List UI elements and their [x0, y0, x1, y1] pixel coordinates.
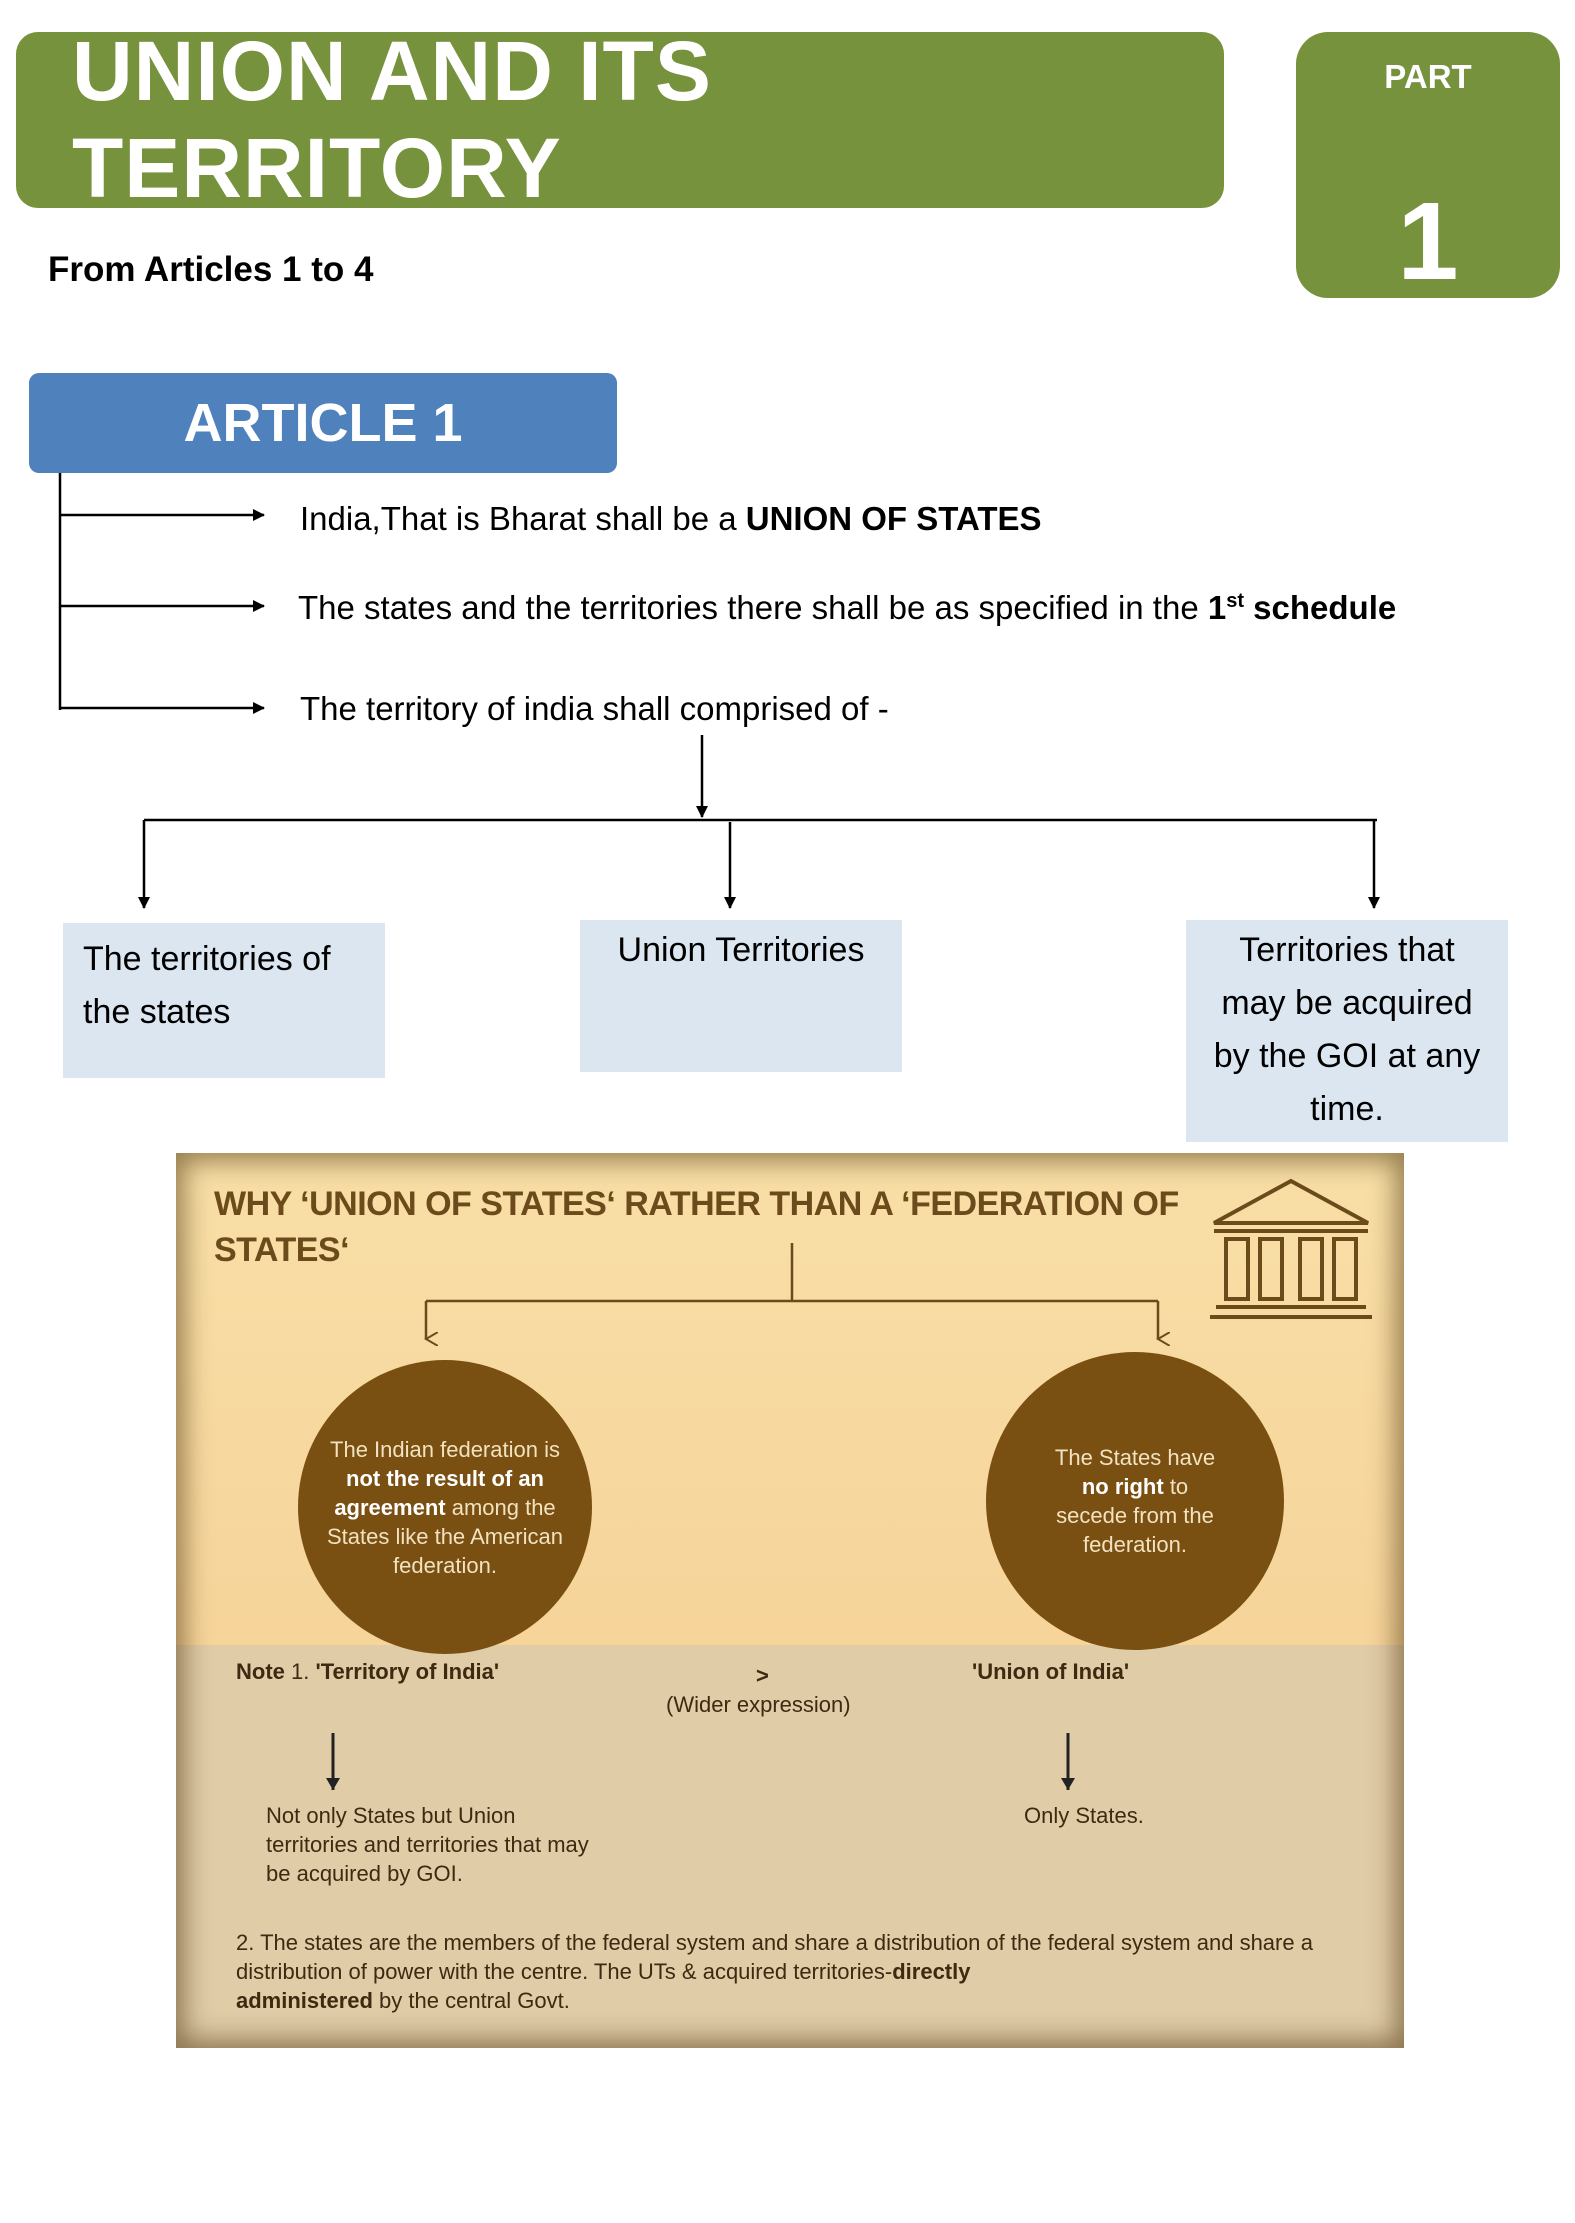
part-label: PART [1384, 58, 1472, 95]
right-reason-text-end: to secede from the federation. [1056, 1474, 1214, 1557]
article-point-1-bold: UNION OF STATES [745, 500, 1042, 537]
union-of-india-term: 'Union of India' [972, 1659, 1130, 1684]
territory-box-states: The territories of the states [63, 923, 385, 1078]
article-point-3-text: The territory of india shall comprised o… [300, 690, 889, 727]
comparison-symbol: > [756, 1663, 769, 1688]
left-reason-text: The Indian federation is not the result … [318, 1435, 572, 1580]
note-2-bold-administered: administered [236, 1988, 373, 2013]
right-reason-text: The States have no right to secede from … [1050, 1443, 1220, 1559]
article-heading: ARTICLE 1 [29, 373, 617, 473]
part-number: 1 [1397, 180, 1459, 303]
article-heading-label: ARTICLE 1 [183, 393, 463, 453]
article-point-2: The states and the territories there sha… [298, 589, 1396, 627]
infographic-union-vs-federation: WHY ‘UNION OF STATES‘ RATHER THAN A ‘FED… [176, 1153, 1404, 2048]
union-explanation: Only States. [1024, 1803, 1144, 1828]
article-point-3: The territory of india shall comprised o… [300, 690, 889, 728]
right-reason-circle: The States have no right to secede from … [986, 1352, 1284, 1650]
infographic-title: WHY ‘UNION OF STATES‘ RATHER THAN A ‘FED… [214, 1185, 1179, 1269]
territory-of-india-term: 'Territory of India' [315, 1659, 500, 1684]
note-1-heading: Note 1. 'Territory of India' [236, 1657, 499, 1686]
article-flow-connectors [58, 473, 1380, 909]
comparison-caption: (Wider expression) [666, 1692, 851, 1717]
left-reason-text-end: among the States like the American feder… [326, 1494, 563, 1578]
subtitle: From Articles 1 to 4 [48, 250, 374, 289]
note-number: 1. [284, 1659, 316, 1684]
infographic-note-panel [176, 1645, 1404, 2048]
left-reason-circle: The Indian federation is not the result … [298, 1360, 592, 1654]
note-2-start: 2. The states are the members of the fed… [236, 1930, 1313, 1984]
right-reason-text-start: The States have [1054, 1445, 1216, 1470]
parliament-building-icon [1210, 1178, 1372, 1319]
page-title: UNION AND ITS TERRITORY [72, 24, 712, 215]
territory-box-acquired: Territories that may be acquired by the … [1186, 920, 1508, 1142]
title-banner: UNION AND ITS TERRITORY [16, 24, 1224, 215]
note-2-text: 2. The states are the members of the fed… [236, 1928, 1366, 2015]
note-label: Note [236, 1659, 285, 1684]
article-point-2-superscript: st [1226, 590, 1244, 612]
part-badge: PART 1 [1296, 32, 1560, 303]
territory-explanation: Not only States but Union territories an… [266, 1803, 589, 1886]
article-point-2-number: 1 [1207, 589, 1227, 626]
infographic-connectors [326, 1243, 1404, 1790]
note-2-end: by the central Govt. [372, 1988, 570, 2013]
note-2-bold-directly: directly [892, 1959, 971, 1984]
article-point-2-bold: schedule [1244, 589, 1397, 626]
article-point-2-text: The states and the territories there sha… [298, 589, 1208, 626]
territory-box-union-territories: Union Territories [580, 920, 902, 1072]
article-point-1-text: India,That is Bharat shall be a [300, 500, 746, 537]
left-reason-text-bold: not the result of an agreement [334, 1465, 544, 1520]
left-reason-text-start: The Indian federation is [330, 1436, 560, 1462]
article-point-1: India,That is Bharat shall be a UNION OF… [300, 500, 1042, 538]
right-reason-text-bold: no right [1081, 1474, 1164, 1499]
